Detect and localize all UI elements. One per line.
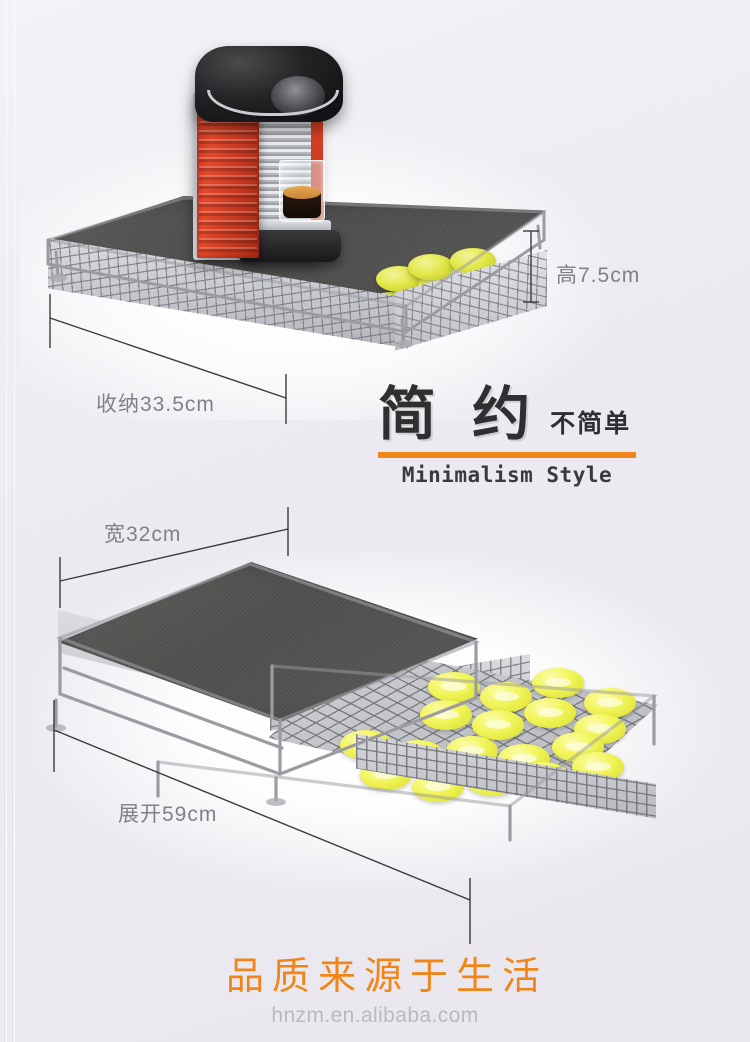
headline-sub-text: 不简单	[550, 410, 632, 438]
width-dimension-label: 宽32cm	[104, 523, 182, 546]
capsule-lid	[532, 668, 584, 698]
capsule	[408, 254, 454, 280]
coffee-machine	[183, 34, 355, 262]
headline-english-text: Minimalism Style	[401, 463, 613, 487]
closed-depth-dimension-label: 收纳33.5cm	[96, 393, 215, 416]
capsule-lid	[420, 700, 472, 730]
top-product-scene	[0, 0, 750, 440]
machine-red-panel	[197, 100, 259, 258]
bottom-product-scene	[0, 520, 750, 940]
coffee-crema	[283, 186, 321, 199]
headline-orange-rule	[378, 452, 636, 458]
capsule-lid	[428, 672, 480, 702]
headline-main-text: 简 约	[378, 382, 541, 447]
capsule-lid	[524, 698, 576, 728]
open-length-dimension-label: 展开59cm	[118, 803, 218, 826]
footer-tagline: 品质来源于生活	[225, 956, 548, 998]
espresso-glass	[279, 160, 325, 222]
height-dimension-label: 高7.5cm	[556, 264, 641, 287]
site-watermark: hnzm.en.alibaba.com	[271, 1004, 479, 1027]
headline-block: 简 约不简单 Minimalism Style	[378, 386, 668, 487]
machine-panel-slats	[199, 103, 257, 255]
